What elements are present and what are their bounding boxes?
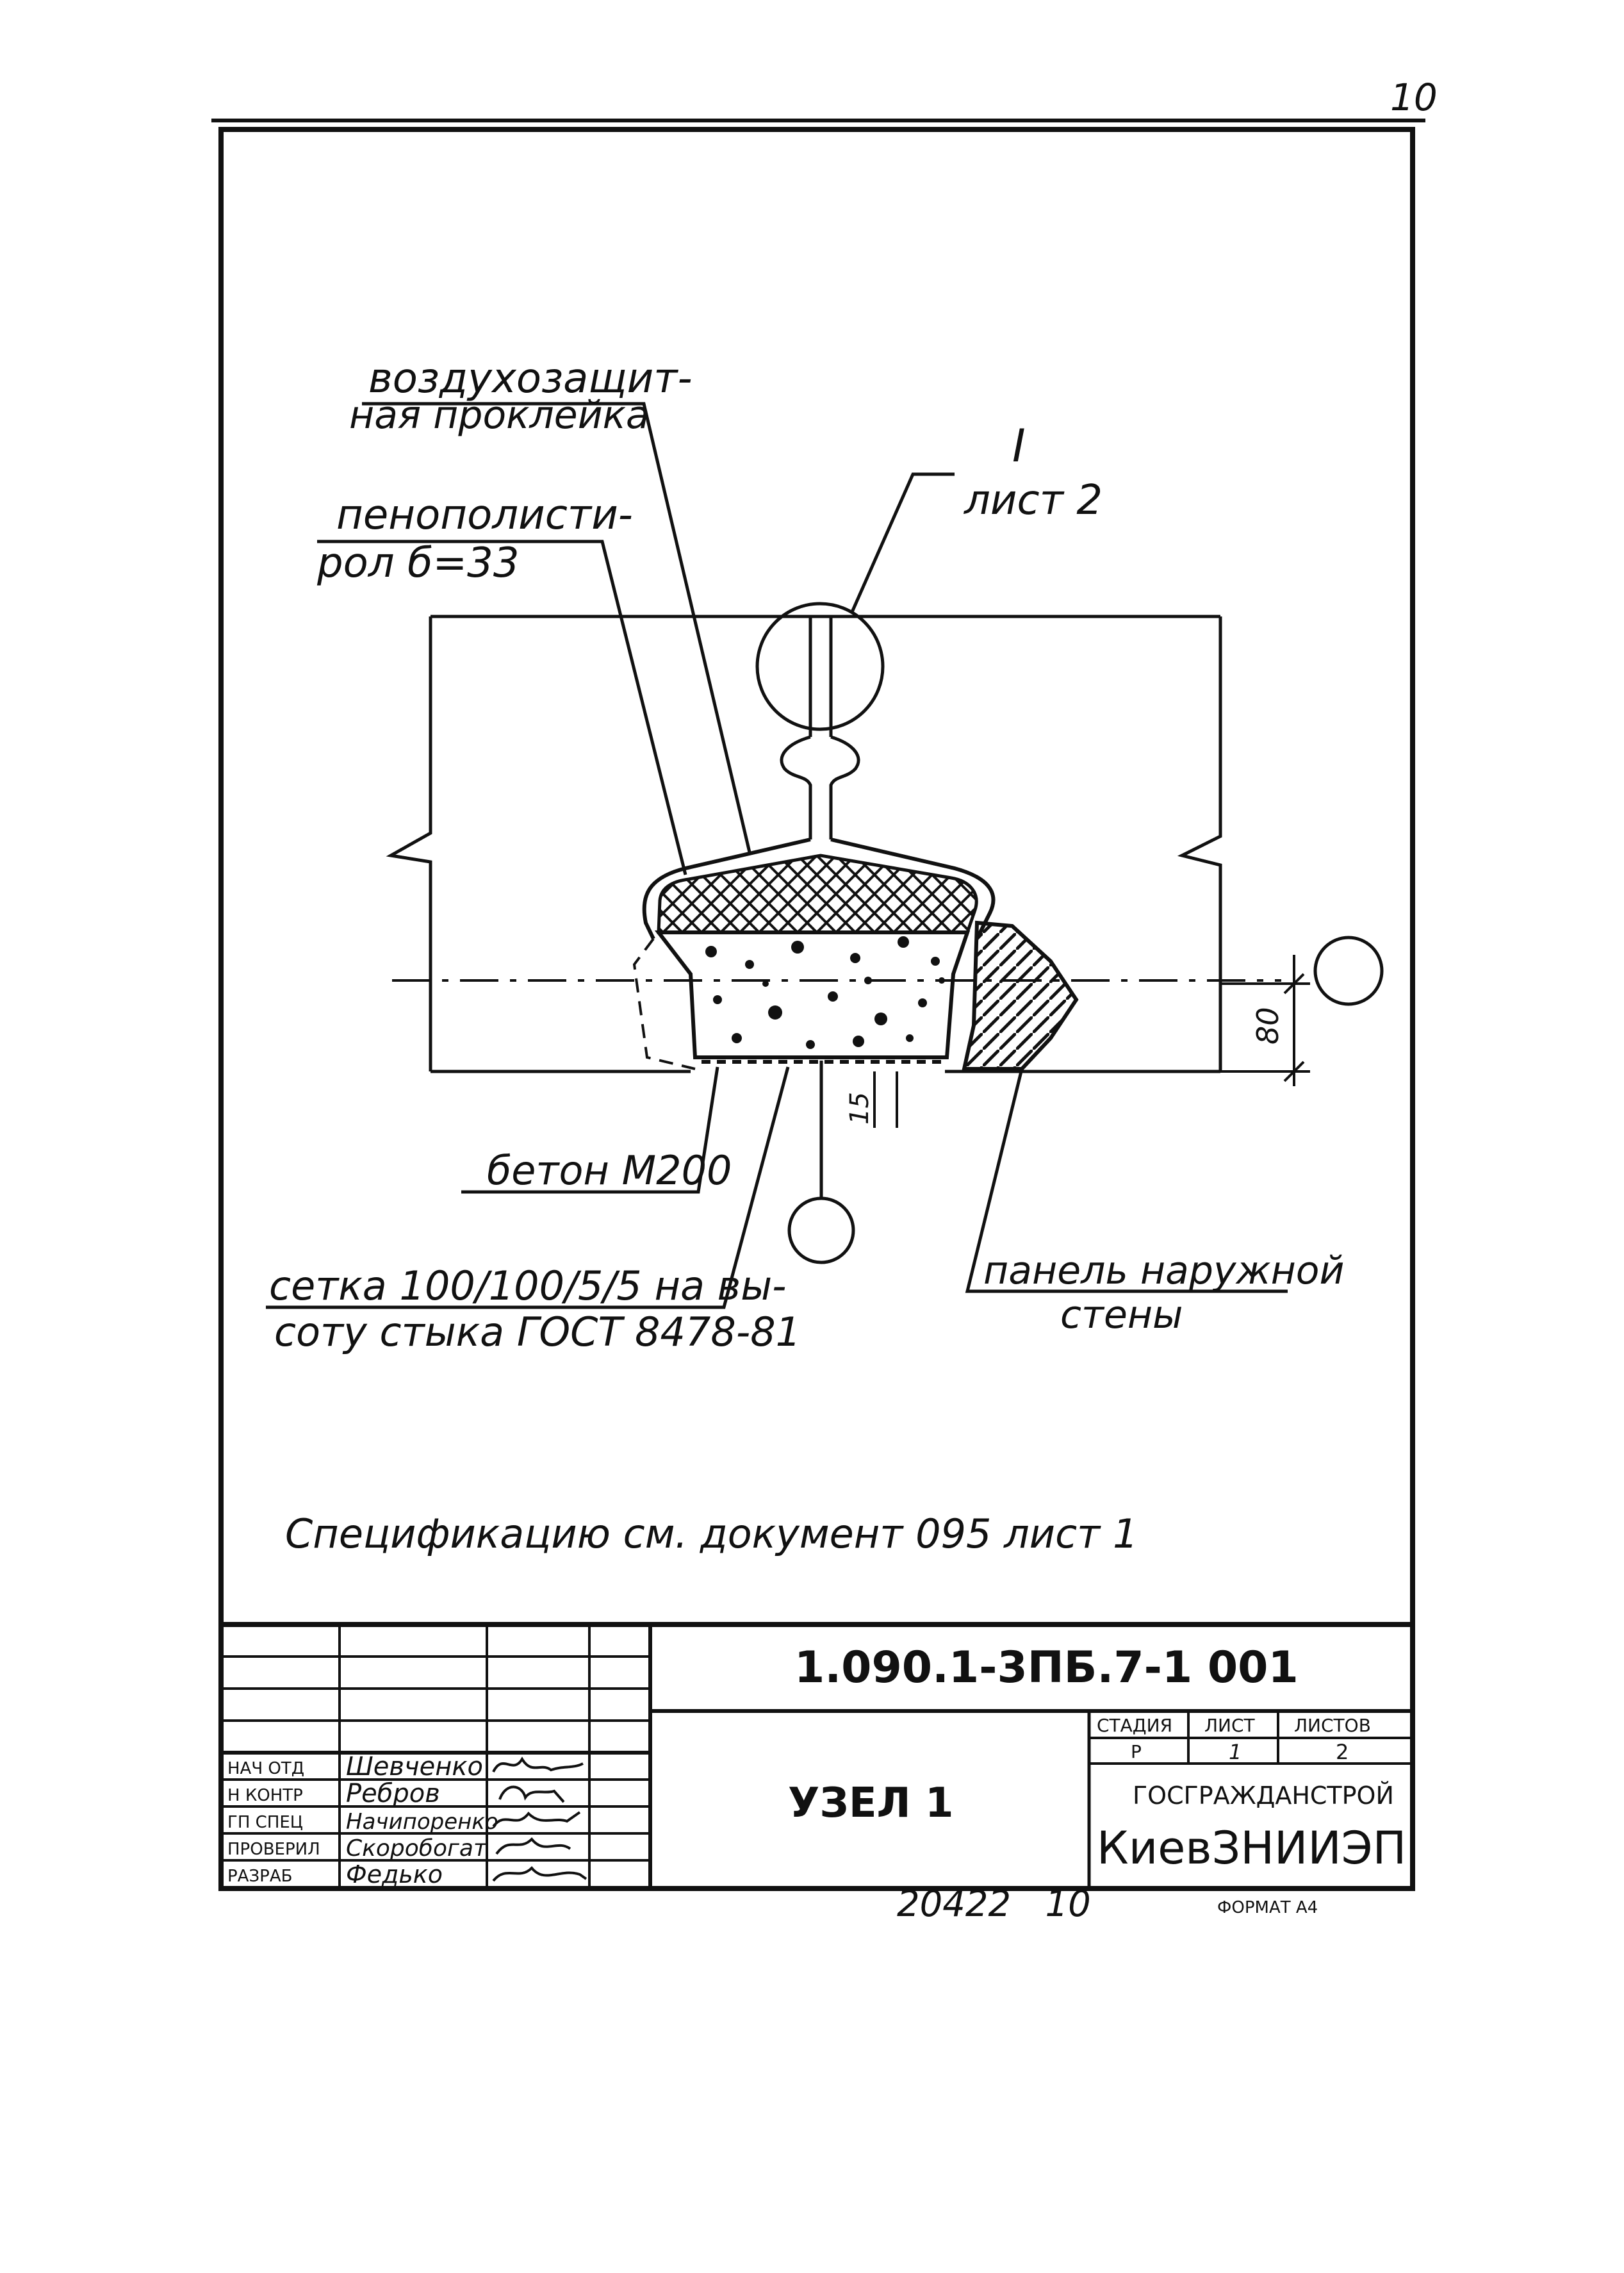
wall-panel-outline: [386, 615, 1222, 1073]
node-drawing: 80 15 воздухозащит- ная проклейка пенопо…: [266, 355, 1384, 1355]
person-name: Федько: [346, 1860, 443, 1889]
detail-ref-numeral: I: [1012, 420, 1026, 472]
leader-lines: [266, 402, 1288, 1309]
air-seal-strip: [642, 838, 996, 940]
organization-line1: ГОСГРАЖДАНСТРОЙ: [1133, 1781, 1394, 1810]
panel-label-line2: стены: [1060, 1293, 1183, 1337]
role-label: НАЧ ОТД: [227, 1759, 304, 1778]
sheets-value: 2: [1336, 1740, 1349, 1764]
concrete-fill: [654, 930, 971, 1059]
role-label: РАЗРАБ: [227, 1867, 292, 1886]
detail-ref-sheet: лист 2: [963, 477, 1103, 524]
section-circle-bottom: [787, 1196, 855, 1264]
role-label: ПРОВЕРИЛ: [227, 1840, 320, 1859]
left-recess-dashed: [632, 938, 696, 1070]
concrete-label: бетон М200: [487, 1147, 732, 1194]
sheets-header: ЛИСТОВ: [1294, 1715, 1371, 1736]
panel-label-line1: панель наружной: [983, 1248, 1345, 1293]
sheet-header: ЛИСТ: [1204, 1715, 1256, 1736]
specification-note: Спецификацию см. документ 095 лист 1: [285, 1510, 1138, 1557]
role-label: Н КОНТР: [227, 1786, 303, 1805]
title-block: НАЧ ОТД Шевченко Н КОНТР Ребров ГП СПЕЦ …: [218, 1622, 1415, 1891]
foam-label-line2: рол б=33: [316, 540, 520, 587]
joint-neck: [808, 615, 833, 737]
detail-circle: [755, 602, 885, 731]
person-name: Шевченко: [346, 1752, 483, 1781]
approval-rows: НАЧ ОТД Шевченко Н КОНТР Ребров ГП СПЕЦ …: [227, 1752, 498, 1889]
page-number: 10: [1390, 76, 1438, 119]
person-name: Скоробогат: [346, 1835, 488, 1862]
stage-header: СТАДИЯ: [1097, 1715, 1172, 1736]
foam-insulation: [657, 854, 978, 934]
mesh-label-line2: соту стыка ГОСТ 8478-81: [274, 1309, 801, 1355]
organization-line2: КиевЗНИИЭП: [1097, 1822, 1406, 1874]
dimension-15: 15: [845, 1071, 898, 1128]
format-label: ФОРМАТ А4: [1217, 1898, 1318, 1917]
outer-wall-panel: [962, 920, 1079, 1071]
concrete-aggregate: [705, 936, 945, 1049]
inventory-number: 20422 10: [897, 1883, 1091, 1925]
air-seal-label-line1: воздухозащит-: [368, 355, 693, 402]
mesh-label-line1: сетка 100/100/5/5 на вы-: [269, 1262, 787, 1309]
signatures: [492, 1756, 587, 1882]
document-code: 1.090.1-3ПБ.7-1 001: [794, 1642, 1299, 1693]
foam-label-line1: пенополисти-: [336, 492, 633, 539]
drawing-title: УЗЕЛ 1: [788, 1780, 954, 1827]
joint-bulb: [780, 735, 860, 839]
role-label: ГП СПЕЦ: [227, 1813, 303, 1832]
title-block-grid: [221, 1624, 1413, 1889]
dim-15-label: 15: [845, 1092, 874, 1125]
dimension-80: 80: [1220, 955, 1310, 1086]
person-name: Начипоренко: [346, 1809, 498, 1835]
sheet-value: 1: [1229, 1740, 1242, 1764]
axis-circle-right: [1313, 936, 1384, 1006]
person-name: Ребров: [346, 1779, 440, 1808]
air-seal-label-line2: ная проклейка: [349, 393, 650, 438]
stage-value: Р: [1131, 1741, 1142, 1762]
dim-80-label: 80: [1251, 1007, 1285, 1045]
